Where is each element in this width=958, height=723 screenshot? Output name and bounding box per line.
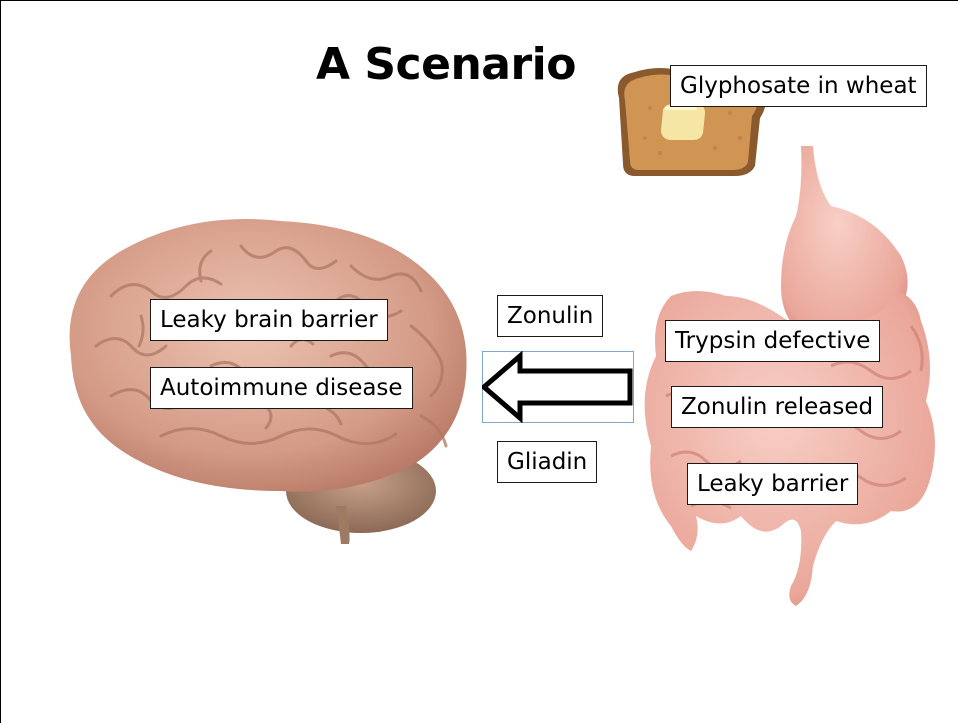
page-title: A Scenario [301,39,591,90]
zonulin-released-label: Zonulin released [671,386,883,428]
leaky-barrier-label: Leaky barrier [687,463,858,505]
trypsin-defective-label: Trypsin defective [665,320,880,362]
glyphosate-label: Glyphosate in wheat [670,65,927,107]
digestive-tract-image [631,146,951,606]
gliadin-label: Gliadin [497,441,597,483]
left-arrow-icon [482,351,634,423]
leaky-brain-barrier-label: Leaky brain barrier [150,299,388,341]
zonulin-label: Zonulin [497,295,603,337]
autoimmune-disease-label: Autoimmune disease [150,367,413,409]
